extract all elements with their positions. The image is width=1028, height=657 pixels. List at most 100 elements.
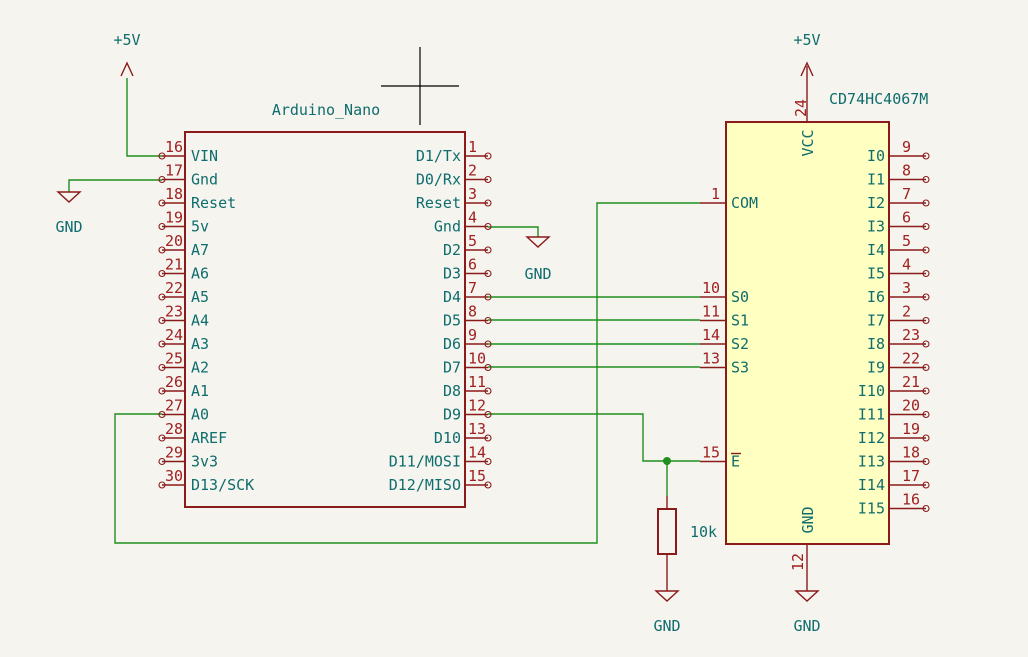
arduino-pin-endpoint	[158, 340, 166, 348]
arduino-pin-name: A2	[191, 359, 209, 377]
arduino-pin-number: 9	[468, 326, 477, 344]
mux-pin-endpoint	[922, 293, 930, 301]
arduino-pin-number: 6	[468, 256, 477, 274]
mux-pin-name: S1	[731, 312, 749, 330]
arduino-pin-name: Reset	[416, 194, 461, 212]
mux-pin-number: 15	[702, 444, 720, 462]
mux-ref-label: CD74HC4067M	[829, 90, 928, 108]
arduino-pin-number: 12	[468, 397, 486, 415]
mux-pin-endpoint	[922, 152, 930, 160]
mux-pin-name: S0	[731, 288, 749, 306]
mux-body	[725, 121, 890, 545]
mux-pin-number: 7	[902, 185, 911, 203]
mux-pin-number: 3	[902, 279, 911, 297]
mux-pin-name: I9	[867, 359, 885, 377]
mux-pin-name: I14	[858, 476, 885, 494]
arduino-pin-name: D8	[443, 382, 461, 400]
arduino-pin-number: 18	[165, 185, 183, 203]
mux-pin-name: I0	[867, 147, 885, 165]
arduino-pin-number: 25	[165, 350, 183, 368]
mux-pin-number: 6	[902, 209, 911, 227]
wire-gnd-left	[68, 179, 162, 192]
wire-junction	[663, 457, 671, 465]
mux-pin-name: I11	[858, 406, 885, 424]
mux-pin-number: 16	[902, 491, 920, 509]
arduino-pin-name: A7	[191, 241, 209, 259]
arduino-pin-endpoint	[158, 457, 166, 466]
arduino-pin-number: 10	[468, 350, 486, 368]
arduino-pin-endpoint	[158, 152, 166, 160]
mux-pin-name: I13	[858, 453, 885, 471]
arduino-pin-endpoint	[484, 434, 492, 442]
gnd-resistor-label: GND	[653, 617, 680, 635]
arduino-pin-endpoint	[158, 222, 166, 231]
mux-pin-endpoint	[922, 316, 930, 325]
arduino-pin-endpoint	[484, 340, 492, 348]
arduino-pin-endpoint	[158, 246, 166, 254]
arduino-pin-name: D13/SCK	[191, 476, 254, 494]
arduino-pin-number: 7	[468, 279, 477, 297]
mux-pin-name: E	[731, 453, 740, 471]
mux-pin-name: COM	[731, 194, 758, 212]
arduino-pin-number: 28	[165, 420, 183, 438]
resistor-body	[657, 508, 677, 555]
arduino-pin-name: D12/MISO	[389, 476, 461, 494]
arduino-pin-endpoint	[484, 481, 492, 489]
arduino-pin-number: 14	[468, 444, 486, 462]
arduino-pin-number: 23	[165, 303, 183, 321]
mux-pin-name: I5	[867, 265, 885, 283]
arduino-pin-name: D10	[434, 429, 461, 447]
mux-pin-number: 17	[902, 467, 920, 485]
p5v-mux-arrow	[800, 61, 814, 77]
arduino-pin-endpoint	[484, 363, 492, 372]
arduino-pin-name: A1	[191, 382, 209, 400]
gnd-arduino-right-label: GND	[524, 265, 551, 283]
arduino-pin-number: 24	[165, 326, 183, 344]
arduino-pin-number: 30	[165, 467, 183, 485]
mux-pin-name: I8	[867, 335, 885, 353]
mux-pin-name: I10	[858, 382, 885, 400]
mux-pin-number: 8	[902, 162, 911, 180]
mux-pin-endpoint	[922, 504, 930, 513]
p5v-mux-label: +5V	[793, 31, 820, 49]
arduino-body	[184, 131, 466, 508]
mux-pin-number: 18	[902, 444, 920, 462]
mux-pin-number: 13	[702, 350, 720, 368]
arduino-pin-number: 2	[468, 162, 477, 180]
mux-pin-endpoint	[922, 457, 930, 466]
resistor-value: 10k	[690, 523, 717, 541]
arduino-pin-name: AREF	[191, 429, 227, 447]
arduino-pin-endpoint	[158, 316, 166, 325]
mux-pin-endpoint	[922, 269, 930, 278]
arduino-ref-label: Arduino_Nano	[272, 101, 380, 119]
mux-pin-name: I3	[867, 218, 885, 236]
arduino-pin-number: 15	[468, 467, 486, 485]
mux-pin-name: I12	[858, 429, 885, 447]
arduino-pin-endpoint	[158, 269, 166, 278]
arduino-pin-number: 5	[468, 232, 477, 250]
arduino-pin-name: D0/Rx	[416, 171, 461, 189]
arduino-pin-name: D3	[443, 265, 461, 283]
mux-pin-name: S3	[731, 359, 749, 377]
arduino-pin-number: 4	[468, 209, 477, 227]
arduino-pin-name: D6	[443, 335, 461, 353]
arduino-pin-endpoint	[158, 410, 166, 419]
mux-pin-endpoint	[922, 481, 930, 489]
mux-pin-endpoint	[922, 387, 930, 395]
mux-vcc-pin-name: VCC	[799, 129, 817, 156]
wire-a0-com	[114, 202, 700, 544]
mux-gnd-pin-number: 12	[789, 553, 807, 571]
mux-pin-number: 2	[902, 303, 911, 321]
mux-pin-number: 5	[902, 232, 911, 250]
gnd-arduino-left-symbol	[56, 191, 82, 203]
arduino-pin-endpoint	[484, 199, 492, 207]
arduino-pin-name: A5	[191, 288, 209, 306]
mux-pin-name: I1	[867, 171, 885, 189]
arduino-pin-name: Gnd	[191, 171, 218, 189]
mux-pin-number: 14	[702, 326, 720, 344]
arduino-pin-endpoint	[158, 175, 166, 184]
arduino-pin-number: 20	[165, 232, 183, 250]
